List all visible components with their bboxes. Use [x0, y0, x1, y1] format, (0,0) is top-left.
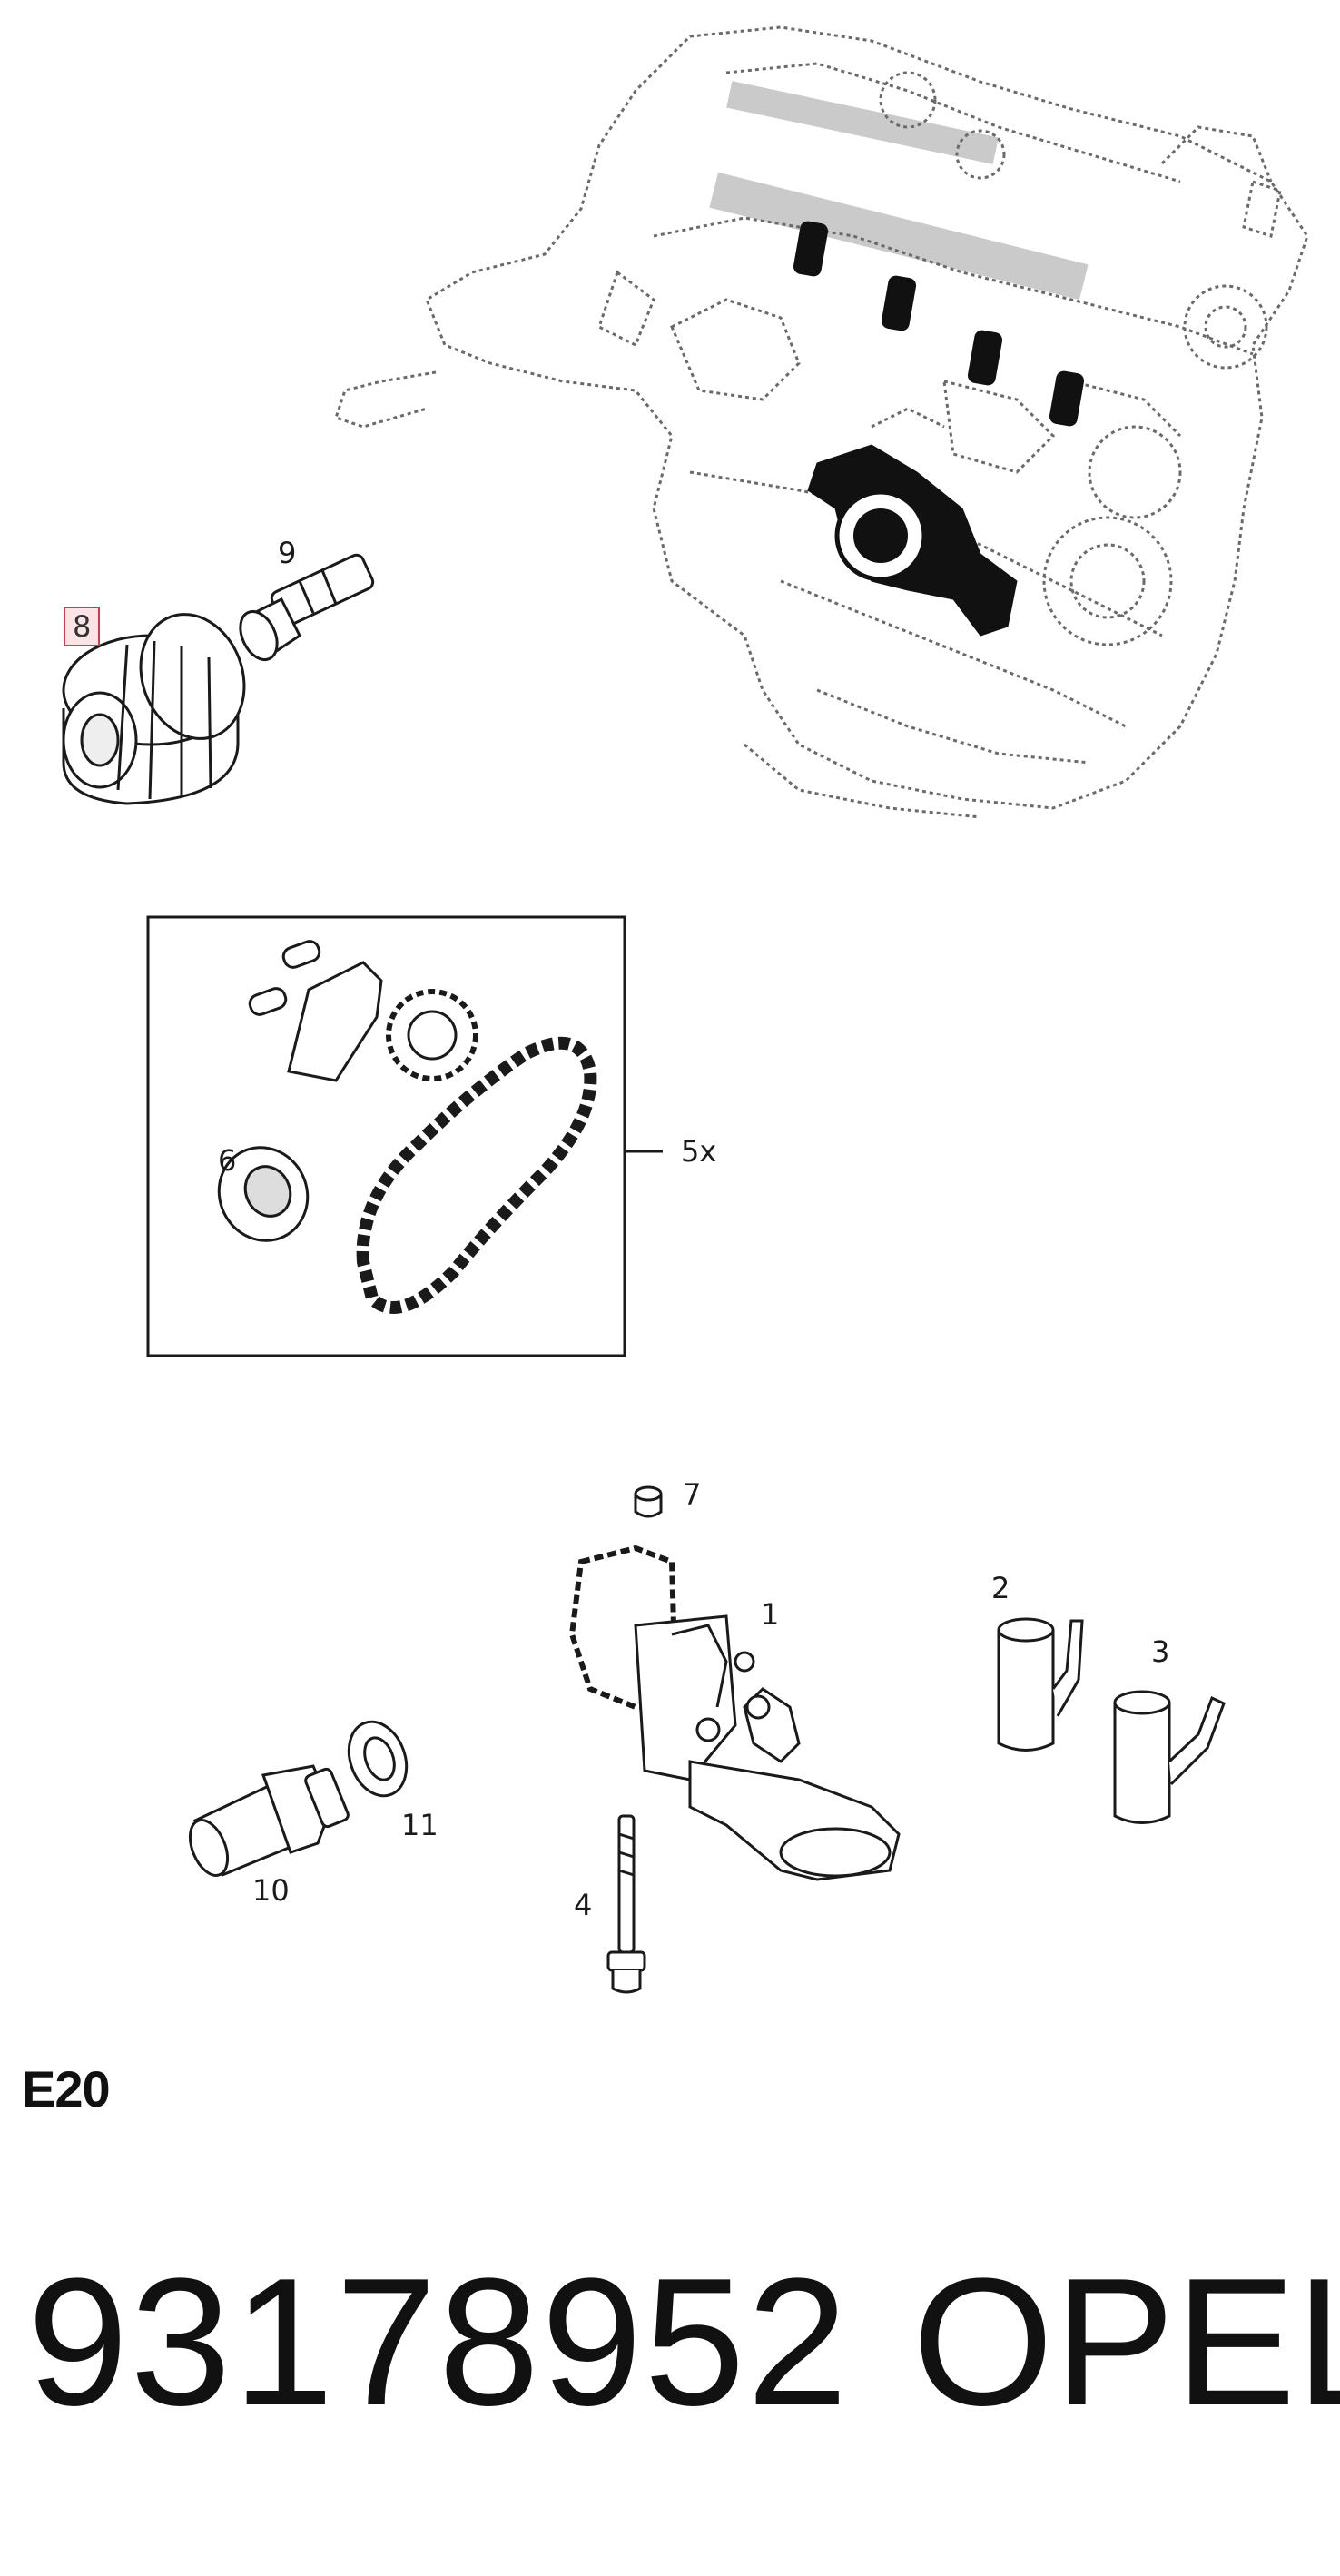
section-code: E20 [22, 2060, 111, 2117]
dowel-pin-illustration [634, 1485, 663, 1518]
chain-kit-parts-illustration [217, 940, 597, 1314]
callout-9: 9 [278, 536, 297, 570]
callout-1: 1 [761, 1597, 780, 1632]
callout-8[interactable]: 8 [64, 607, 101, 646]
callout-4: 4 [574, 1888, 593, 1922]
callout-11: 11 [401, 1808, 438, 1842]
sleeve-3-illustration [1113, 1690, 1226, 1824]
sleeve-2-illustration [997, 1617, 1084, 1752]
callout-3: 3 [1151, 1634, 1170, 1669]
sealing-washer-illustration [347, 1720, 409, 1798]
engine-oil-pump-gear [834, 489, 927, 582]
callout-10: 10 [252, 1873, 290, 1908]
pressure-switch-illustration [188, 1764, 350, 1877]
callout-5x: 5x [681, 1134, 717, 1169]
engine-shading [709, 81, 1089, 301]
brand-name: OPEL [912, 2241, 1340, 2443]
oil-pump-assembly-illustration [568, 1545, 901, 1881]
engine-block-illustration [334, 25, 1309, 819]
callout-7: 7 [683, 1477, 702, 1512]
oil-filter-illustration [62, 613, 246, 805]
part-number: 93178952 [27, 2241, 850, 2443]
oil-pressure-switch-illustration [239, 553, 375, 661]
callout-6: 6 [218, 1143, 237, 1178]
callout-2: 2 [991, 1571, 1010, 1605]
bolt-illustration [606, 1814, 646, 1994]
chain-kit-box [146, 915, 626, 1357]
